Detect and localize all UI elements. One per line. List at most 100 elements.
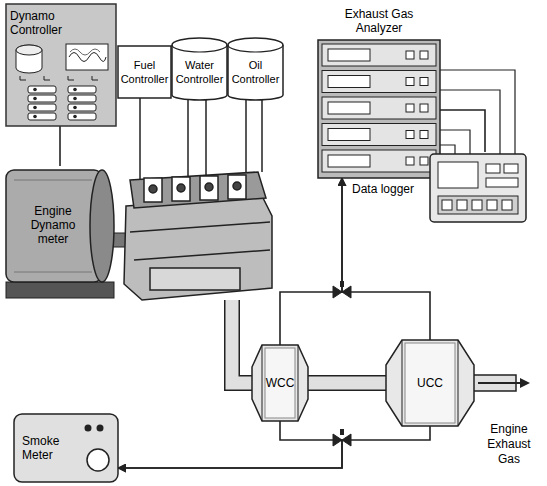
- shape-part: [322, 150, 436, 172]
- engine-block-part: [149, 185, 157, 193]
- shape-part: [265, 348, 295, 418]
- sampling-valve-part: [333, 286, 351, 298]
- logger-wires-part: [440, 90, 500, 154]
- shape-part: [44, 76, 50, 80]
- engine-block-part: [228, 175, 246, 199]
- engine-block-part: [172, 177, 190, 201]
- shape-part: [328, 129, 370, 141]
- controller-lines-part: [245, 100, 247, 173]
- dynamometer: Engine Dynamo meter: [4, 166, 116, 300]
- shape-part: [92, 76, 98, 80]
- shape-part: [28, 86, 56, 93]
- engine-block-part: [124, 196, 272, 300]
- catalytic-converter: UCC: [386, 340, 474, 426]
- shape-part: [420, 104, 428, 112]
- shape-part: [70, 49, 100, 55]
- shape-part: [16, 45, 42, 55]
- controller-lines-part: [187, 100, 189, 176]
- connector: [440, 110, 485, 152]
- controller-tank: Water Controller: [172, 38, 227, 100]
- data-logger: Data logger: [350, 152, 528, 226]
- shape-part: [406, 104, 414, 112]
- connector: [60, 126, 61, 166]
- node-label: Water Controller: [174, 58, 225, 86]
- pipe-bore: [308, 377, 386, 390]
- shape-part: [504, 164, 518, 173]
- shape-part: [28, 113, 56, 120]
- engine-block-part: [205, 183, 213, 191]
- shape-part: [20, 76, 26, 80]
- node-label: UCC: [417, 376, 443, 390]
- shape-part: [322, 71, 436, 93]
- shape-part: [328, 102, 370, 114]
- exhaust-pipe: [308, 383, 386, 384]
- outlet-pipe-part: [520, 378, 530, 388]
- shape-part: [87, 449, 109, 471]
- shape-part: [318, 40, 440, 178]
- shape-part: [118, 46, 171, 98]
- logger-wires-part: [440, 130, 470, 154]
- connector: [118, 421, 342, 468]
- logger-wires-part: [440, 70, 515, 154]
- shape-part: [73, 115, 77, 119]
- controller-box: Fuel Controller: [118, 46, 171, 98]
- node-label: Smoke Meter: [22, 434, 78, 462]
- engine-block-part: [200, 176, 218, 200]
- shape-part: [68, 86, 96, 93]
- engine-block-part: [233, 182, 241, 190]
- shape-part: [28, 104, 56, 111]
- logger-wires-part: [440, 145, 455, 154]
- shape-part: [6, 170, 102, 282]
- shape-part: [73, 97, 77, 101]
- shape-part: [14, 180, 92, 272]
- node-label: Data logger: [352, 182, 414, 196]
- shape-part: [442, 200, 452, 210]
- connector-line: [59, 126, 61, 166]
- outlet-label: Engine Exhaust Gas: [478, 422, 540, 467]
- shape-part: [68, 113, 96, 120]
- shape-part: [420, 157, 428, 165]
- connector-line: [118, 421, 342, 468]
- shape-part: [457, 200, 467, 210]
- shape-part: [406, 131, 414, 139]
- connector-line: [342, 178, 430, 340]
- node-label: Engine Dynamo meter: [22, 204, 84, 246]
- shape-part: [90, 170, 114, 282]
- controller-lines-part: [261, 100, 263, 172]
- shape-part: [16, 45, 42, 73]
- shape-part: [6, 282, 114, 298]
- shape-part: [228, 45, 283, 52]
- engine-block-part: [150, 268, 240, 290]
- shape-part: [172, 45, 227, 52]
- shape-part: [28, 95, 56, 102]
- shape-part: [406, 51, 414, 59]
- gas-analyzer: Exhaust Gas Analyzer: [318, 4, 440, 178]
- shape-part: [430, 154, 526, 222]
- shape-part: [6, 4, 116, 126]
- engine-block-part: [130, 172, 266, 208]
- engine-block-part: [144, 178, 162, 202]
- shape-part: [73, 88, 77, 92]
- controller-lines-part: [139, 98, 141, 180]
- engine-block-part: [177, 184, 185, 192]
- shape-part: [472, 200, 482, 210]
- sampling-valve: [333, 429, 351, 446]
- shape-part: [328, 155, 370, 167]
- shape-part: [405, 343, 455, 423]
- shape-part: [68, 76, 74, 80]
- shape-part: [420, 78, 428, 86]
- engine-block-part: [130, 222, 270, 260]
- node-label: WCC: [266, 376, 295, 390]
- shape-part: [438, 162, 478, 188]
- shape-part: [228, 38, 283, 100]
- connector-line: [118, 426, 430, 468]
- shape-part: [73, 106, 77, 110]
- shape-part: [420, 131, 428, 139]
- engine-block: [124, 172, 272, 300]
- shape-part: [420, 51, 428, 59]
- shape-part: [322, 124, 436, 146]
- shape-part: [33, 106, 37, 110]
- shape-part: [406, 78, 414, 86]
- shape-part: [328, 49, 370, 61]
- node-label: Exhaust Gas Analyzer: [339, 7, 419, 35]
